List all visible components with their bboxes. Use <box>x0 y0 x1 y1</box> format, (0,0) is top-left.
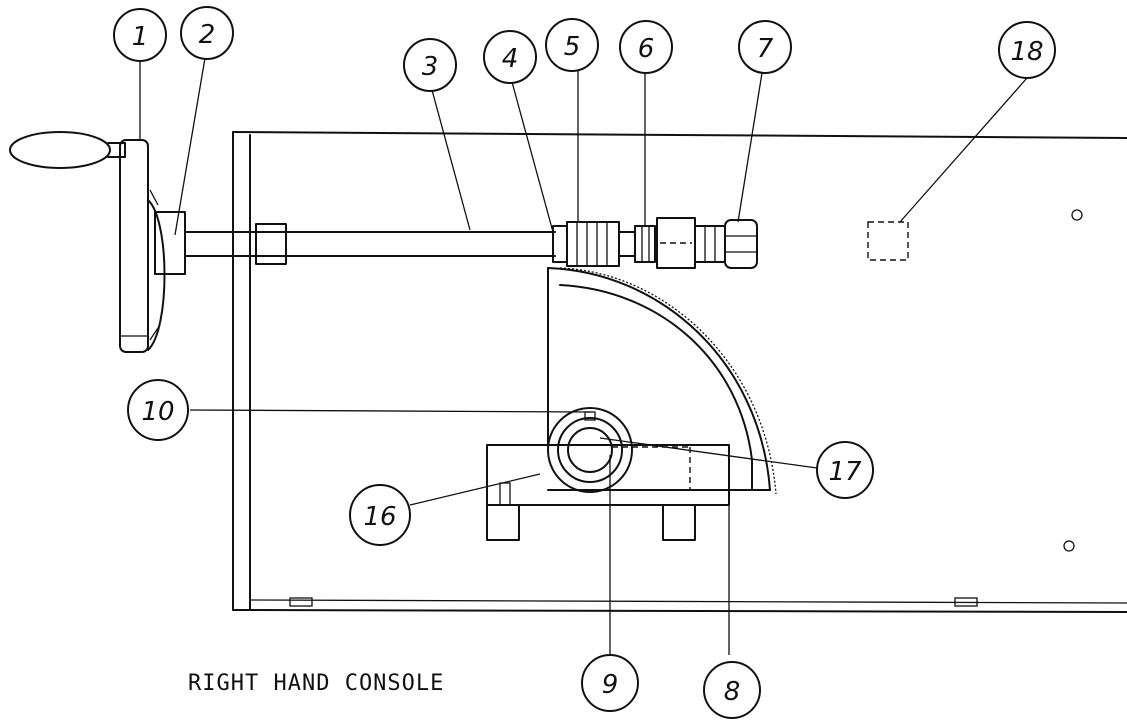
callout-label: 4 <box>502 44 519 74</box>
hidden-part-18 <box>867 221 909 261</box>
callout-4: 4 <box>483 30 537 84</box>
callout-label: 18 <box>1010 37 1043 67</box>
callout-label: 3 <box>422 52 439 82</box>
callout-8: 8 <box>703 661 761 719</box>
callout-16: 16 <box>349 484 411 546</box>
callout-label: 1 <box>132 22 149 52</box>
callout-label: 6 <box>638 34 655 64</box>
callout-label: 2 <box>199 20 216 50</box>
pivot-hub <box>547 407 633 493</box>
diagram-caption: RIGHT HAND CONSOLE <box>188 671 444 696</box>
leader-lines <box>139 57 1028 655</box>
callout-label: 16 <box>363 502 396 532</box>
callout-6: 6 <box>619 20 673 74</box>
base-block <box>486 444 730 541</box>
callout-label: 8 <box>724 677 741 707</box>
callout-17: 17 <box>816 441 874 499</box>
callout-3: 3 <box>403 38 457 92</box>
gear-segment <box>547 267 777 495</box>
collar-stack <box>552 217 758 269</box>
callout-label: 10 <box>141 397 174 427</box>
callout-1: 1 <box>113 8 167 62</box>
handwheel <box>9 131 186 353</box>
callout-label: 5 <box>564 32 581 62</box>
callout-label: 17 <box>828 457 862 487</box>
callout-2: 2 <box>180 6 234 60</box>
console-frame <box>232 131 1127 613</box>
callout-18: 18 <box>998 21 1056 79</box>
callout-10: 10 <box>127 379 189 441</box>
callout-9: 9 <box>581 654 639 712</box>
callout-7: 7 <box>738 20 792 74</box>
callout-label: 7 <box>757 34 774 64</box>
lead-shaft <box>184 223 556 265</box>
callout-label: 9 <box>602 670 619 700</box>
callout-5: 5 <box>545 18 599 72</box>
